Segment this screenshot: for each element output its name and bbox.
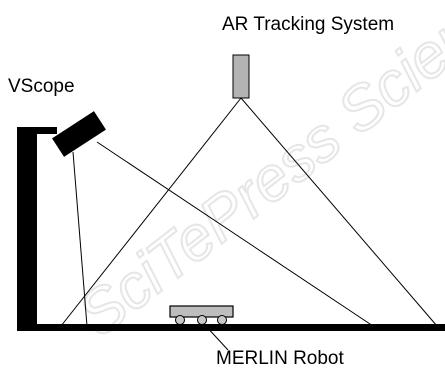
robot-label: MERLIN Robot [216,348,344,369]
robot-wheel-left [175,315,185,325]
merlin-robot [169,305,234,325]
tracking-camera [232,54,250,99]
tracking-system-label: AR Tracking System [222,14,395,35]
watermark-text: SciTePress Science and Technology Public… [66,0,445,350]
floor [17,324,445,331]
robot-wheel-right [217,315,227,325]
mount-post [17,127,37,331]
robot-label-leader [203,323,229,351]
watermark: SciTePress Science and Technology Public… [65,0,445,351]
mount-arm [17,127,57,134]
tracking-ray-left [60,97,242,327]
vscope-ray-far [96,141,374,327]
vscope-ray-near [72,151,88,327]
tracking-ray-right [240,97,438,327]
vscope-label: VScope [8,76,75,97]
robot-wheel-middle [197,315,207,325]
vscope-device [52,111,106,157]
